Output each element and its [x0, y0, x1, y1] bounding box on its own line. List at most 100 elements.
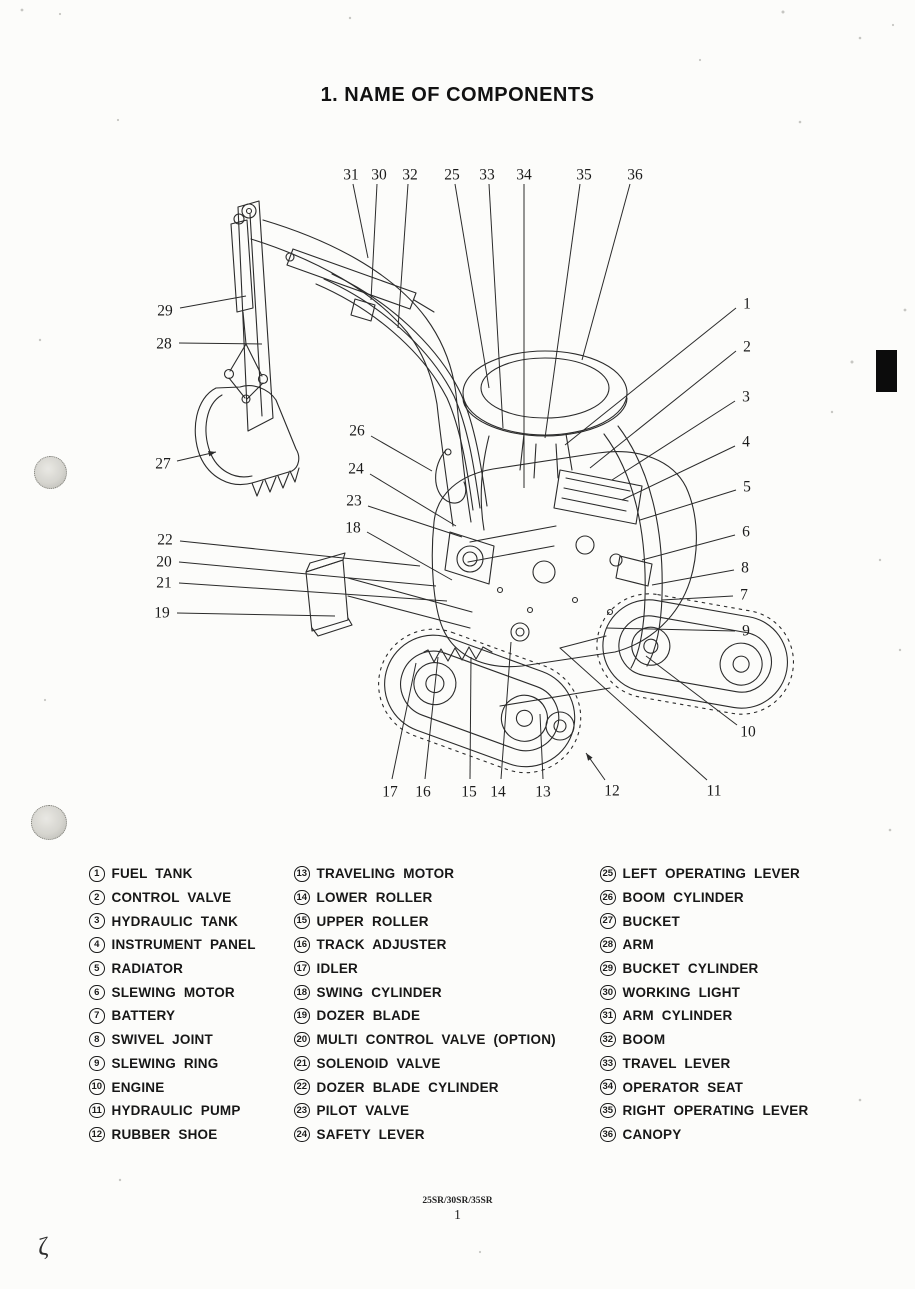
callout-leader-line: [611, 400, 736, 481]
component-label: BUCKET: [622, 913, 680, 929]
callout-number: 6: [742, 524, 750, 541]
callout-number: 23: [346, 493, 362, 510]
component-number-badge: 3: [89, 913, 105, 929]
component-label: TRACK ADJUSTER: [316, 937, 447, 953]
component-number-badge: 24: [294, 1126, 310, 1143]
component-number-badge: 5: [89, 960, 105, 977]
callout-number: 13: [535, 784, 551, 801]
callout-number: 24: [348, 461, 364, 478]
component-number-badge: 17: [294, 960, 310, 977]
component-label: IDLER: [316, 961, 358, 977]
component-number-badge: 20: [294, 1031, 310, 1048]
component-number-badge: 28: [600, 937, 616, 953]
component-item-28: 28 ARM: [600, 933, 900, 957]
callout-leader-line: [397, 183, 409, 329]
component-label: DOZER BLADE: [316, 1008, 421, 1024]
callout-number: 28: [156, 336, 172, 353]
callout-leader-line: [564, 307, 737, 446]
callout-number: 27: [155, 456, 171, 473]
component-label: SAFETY LEVER: [316, 1126, 425, 1142]
component-number-badge: 26: [600, 889, 616, 906]
component-number-badge: 29: [600, 960, 616, 977]
callout-leader-line: [178, 342, 263, 345]
component-label: PILOT VALVE: [316, 1103, 410, 1119]
component-item-30: 30 WORKING LIGHT: [600, 980, 900, 1004]
callout-number: 36: [627, 167, 643, 184]
callout-number: 7: [740, 587, 748, 604]
component-number-badge: 23: [294, 1102, 310, 1119]
component-item-23: 23 PILOT VALVE: [294, 1099, 596, 1123]
component-label: MULTI CONTROL VALVE (OPTION): [316, 1032, 556, 1048]
component-label: SLEWING RING: [111, 1055, 219, 1071]
component-number-badge: 8: [89, 1031, 105, 1048]
callout-number: 12: [604, 783, 620, 800]
component-item-35: 35 RIGHT OPERATING LEVER: [600, 1099, 900, 1123]
component-label: RUBBER SHOE: [111, 1126, 218, 1142]
footer-page-number: 1: [454, 1207, 461, 1222]
callout-number: 10: [740, 724, 756, 741]
component-label: DOZER BLADE CYLINDER: [316, 1079, 499, 1095]
component-number-badge: 14: [294, 889, 310, 906]
component-number-badge: 30: [600, 984, 616, 1001]
callout-leader-line: [645, 655, 738, 726]
callout-leader-line: [454, 183, 490, 389]
component-label: TRAVELING MOTOR: [316, 866, 455, 882]
callout-leader-line: [641, 534, 736, 561]
component-label: ENGINE: [111, 1079, 165, 1095]
callout-arrowhead: [208, 451, 216, 457]
page-title: 1. NAME OF COMPONENTS: [320, 84, 595, 106]
component-label: LOWER ROLLER: [316, 890, 433, 906]
component-number-badge: 6: [89, 984, 105, 1001]
callout-leader-line: [179, 540, 421, 567]
callout-leader-line: [366, 531, 453, 581]
callout-leader-line: [559, 647, 708, 781]
callout-leader-line: [589, 350, 737, 469]
component-label: ARM: [622, 937, 654, 953]
scan-noise: [20, 8, 907, 1254]
callout-leader-line: [581, 183, 631, 361]
component-number-badge: 25: [600, 866, 616, 882]
component-label: CONTROL VALVE: [111, 890, 232, 906]
callout-number: 18: [345, 520, 361, 537]
binder-hole-stain: [34, 456, 67, 489]
callout-number: 35: [576, 167, 592, 184]
component-number-badge: 2: [89, 889, 105, 906]
component-item-2: 2 CONTROL VALVE: [89, 886, 291, 910]
component-label: INSTRUMENT PANEL: [111, 937, 256, 953]
component-label: BOOM: [622, 1032, 666, 1048]
callout-leader-line: [651, 569, 735, 586]
callout-leader-line: [369, 473, 457, 527]
callout-leader-line: [605, 627, 736, 632]
component-number-badge: 12: [89, 1126, 105, 1143]
callout-number: 21: [156, 575, 172, 592]
component-label: OPERATOR SEAT: [622, 1079, 744, 1095]
component-item-17: 17 IDLER: [294, 957, 596, 981]
callout-leader-line: [367, 505, 463, 538]
binder-hole-stain: [31, 805, 67, 840]
component-label: UPPER ROLLER: [316, 913, 429, 929]
callout-number: 15: [461, 784, 477, 801]
callout-arrowhead: [586, 753, 593, 761]
callout-leader-line: [176, 612, 336, 617]
callout-leader-line: [352, 183, 369, 259]
footer-model-code: 25SR/30SR/35SR: [422, 1196, 493, 1206]
component-label: RIGHT OPERATING LEVER: [622, 1103, 809, 1119]
component-number-badge: 34: [600, 1079, 616, 1095]
component-label: TRAVEL LEVER: [622, 1055, 731, 1071]
callout-leader-line: [391, 662, 417, 780]
component-number-badge: 35: [600, 1102, 616, 1119]
component-label: WORKING LIGHT: [622, 984, 741, 1000]
component-number-badge: 32: [600, 1031, 616, 1048]
